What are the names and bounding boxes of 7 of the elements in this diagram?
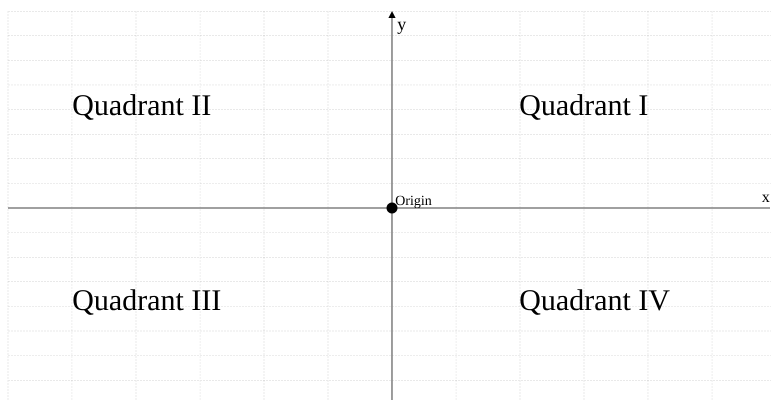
origin-label: Origin xyxy=(396,196,432,208)
axis-label: y xyxy=(397,22,406,34)
quadrant-label: Quadrant IV xyxy=(520,289,670,315)
axis-label: x xyxy=(762,194,770,202)
quadrant-label: Quadrant I xyxy=(520,94,648,120)
quadrant-label: Quadrant II xyxy=(73,94,210,120)
quadrant-label: Quadrant III xyxy=(73,289,220,315)
